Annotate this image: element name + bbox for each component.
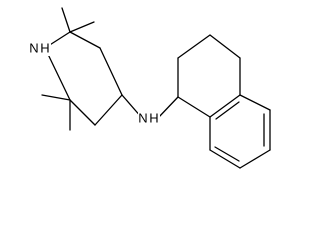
bond-ar-c8a-c4a [209, 94, 241, 118]
bond-sat-c3-c4 [209, 34, 241, 59]
bond-c2-methyl-b [69, 21, 95, 33]
amine-h-label: H [149, 111, 158, 126]
bond-sat-c2-c3 [177, 34, 211, 59]
bond-pip-c3-c4 [99, 47, 123, 96]
piperidine-h-label: H [40, 41, 49, 56]
bond-pip-c4-c5 [94, 94, 123, 126]
bond-amine-n-c1 [157, 96, 179, 119]
bond-ar-c6-c7 [239, 149, 271, 169]
bond-pip-c6-n [44, 47, 71, 101]
bond-ar-c7-c8 [209, 149, 241, 169]
bond-c6-methyl-a [41, 94, 71, 101]
bond-ar-c4a-c5 [239, 94, 271, 111]
bond-ar-inner-7-8 [214, 146, 240, 162]
bond-pip-c2-c3 [69, 31, 101, 49]
bond-sat-c8a-c1 [177, 96, 211, 118]
bond-pip-c5-c6 [69, 99, 96, 126]
bond-lines [41, 7, 271, 169]
amine-n-label: N [138, 111, 147, 126]
piperidine-n-label: N [29, 41, 38, 56]
atom-label-amine-nh: N H [138, 110, 160, 126]
chemical-structure-diagram: N H N H [29, 7, 271, 169]
bond-ar-inner-8a-4a [215, 101, 240, 120]
bond-c2-methyl-a [61, 7, 71, 33]
atom-label-piperidine-nh: N H [29, 40, 51, 56]
